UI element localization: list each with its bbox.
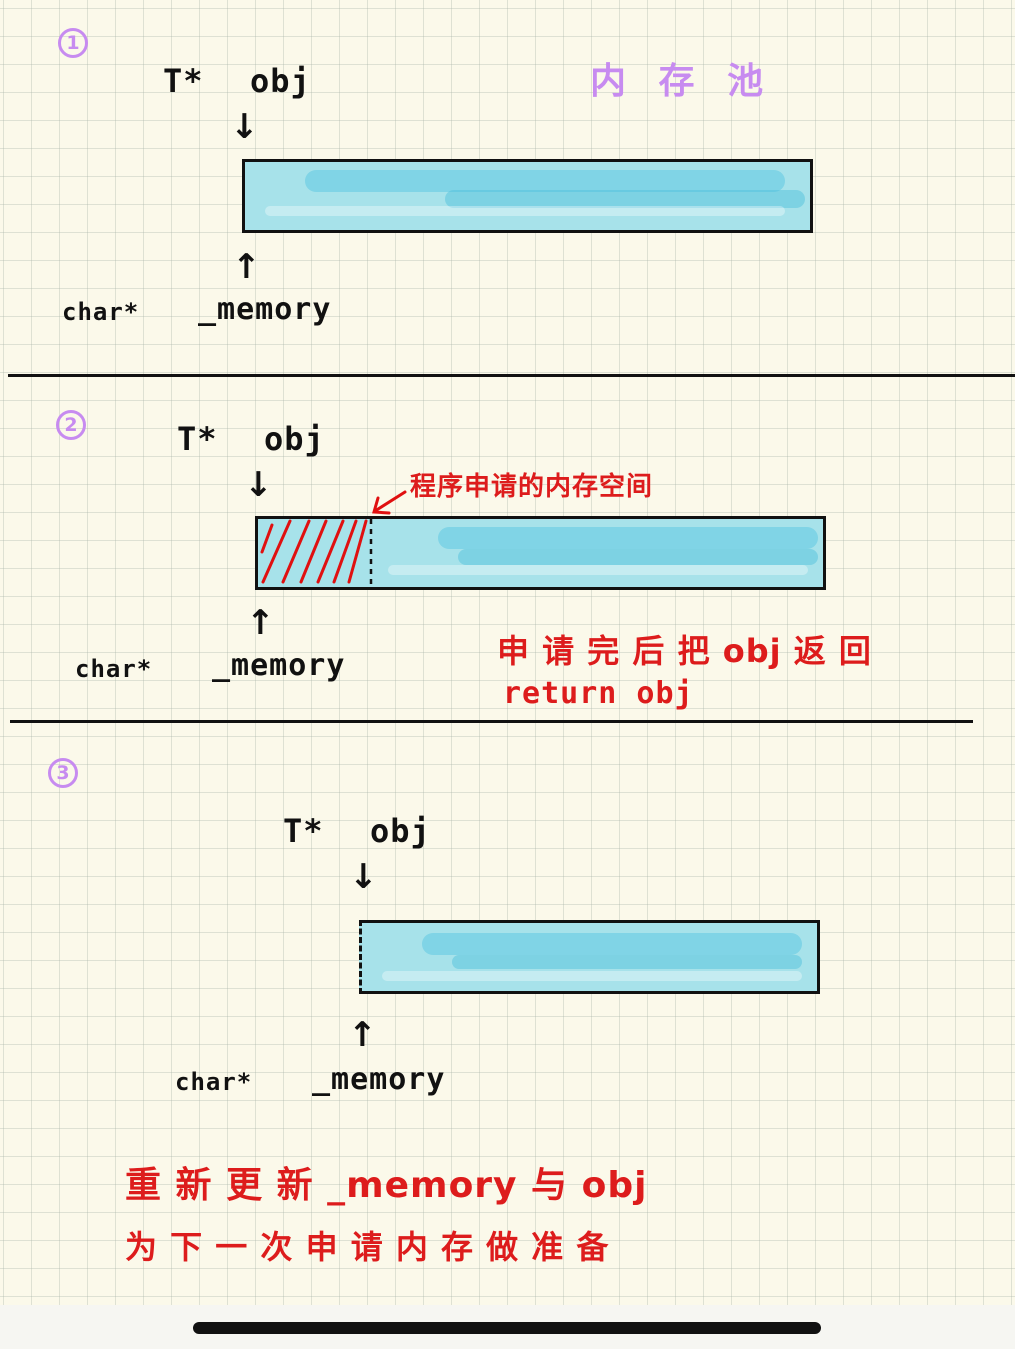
- diagram-title: 内 存 池: [590, 61, 774, 102]
- step-3-badge-number: 3: [56, 762, 70, 784]
- step-2-badge: 2: [56, 410, 86, 440]
- pool-brush-stroke: [265, 206, 785, 216]
- step-2-mem-name: _memory: [212, 648, 346, 683]
- step-3-note-line-2: 为 下 一 次 申 请 内 存 做 准 备: [125, 1228, 610, 1266]
- hatch-line: [299, 519, 328, 584]
- step-2-ptr-type: T*: [177, 420, 218, 458]
- up-arrow-icon: ↑: [348, 1015, 377, 1055]
- pool-brush-stroke: [305, 170, 785, 192]
- allocated-region-hatching: [260, 519, 368, 584]
- step-2-note-line-1: 申 请 完 后 把 obj 返 回: [497, 632, 872, 670]
- pool-brush-stroke: [422, 933, 802, 955]
- pointer-arrow-icon: [372, 490, 407, 515]
- step-1-ptr-name: obj: [250, 62, 311, 100]
- pool-brush-stroke: [445, 190, 805, 208]
- annotation-overlay: [260, 490, 407, 588]
- step-3-mem-name: _memory: [312, 1062, 446, 1097]
- section-divider: [8, 374, 1015, 377]
- up-arrow-icon: ↑: [232, 247, 261, 287]
- step-3-ptr-type: T*: [283, 812, 324, 850]
- step-3-memory-pool: [359, 920, 820, 994]
- step-1-mem-name: _memory: [198, 292, 332, 327]
- pool-brush-stroke: [388, 565, 808, 575]
- step-2-mem-type: char*: [75, 655, 153, 683]
- step-2-note-line-2: return obj: [503, 676, 694, 711]
- hatch-line: [332, 519, 358, 584]
- hatch-line: [261, 519, 292, 584]
- step-1-badge-number: 1: [66, 32, 80, 54]
- step-3-mem-type: char*: [175, 1068, 253, 1096]
- down-arrow-icon: ↓: [244, 465, 273, 505]
- hatch-line: [316, 519, 345, 584]
- step-1-memory-pool: [242, 159, 813, 233]
- step-2-annotation: 程序申请的内存空间: [410, 472, 654, 502]
- up-arrow-icon: ↑: [246, 603, 275, 643]
- down-arrow-icon: ↓: [349, 857, 378, 897]
- step-2-ptr-name: obj: [264, 420, 325, 458]
- step-1-badge: 1: [58, 28, 88, 58]
- home-indicator[interactable]: [193, 1322, 821, 1334]
- section-divider: [10, 720, 973, 723]
- pool-brush-stroke: [382, 971, 802, 981]
- step-1-mem-type: char*: [62, 298, 140, 326]
- hatch-line: [260, 523, 274, 554]
- hatch-line: [281, 519, 311, 584]
- step-1-ptr-type: T*: [163, 62, 204, 100]
- hatch-line: [347, 519, 368, 584]
- down-arrow-icon: ↓: [230, 107, 259, 147]
- pool-brush-stroke: [438, 527, 818, 549]
- pool-brush-stroke: [452, 955, 802, 969]
- step-3-ptr-name: obj: [370, 812, 431, 850]
- step-3-badge: 3: [48, 758, 78, 788]
- step-3-note-line-1: 重 新 更 新 _memory 与 obj: [125, 1165, 648, 1206]
- step-2-badge-number: 2: [64, 414, 78, 436]
- pool-brush-stroke: [458, 549, 818, 565]
